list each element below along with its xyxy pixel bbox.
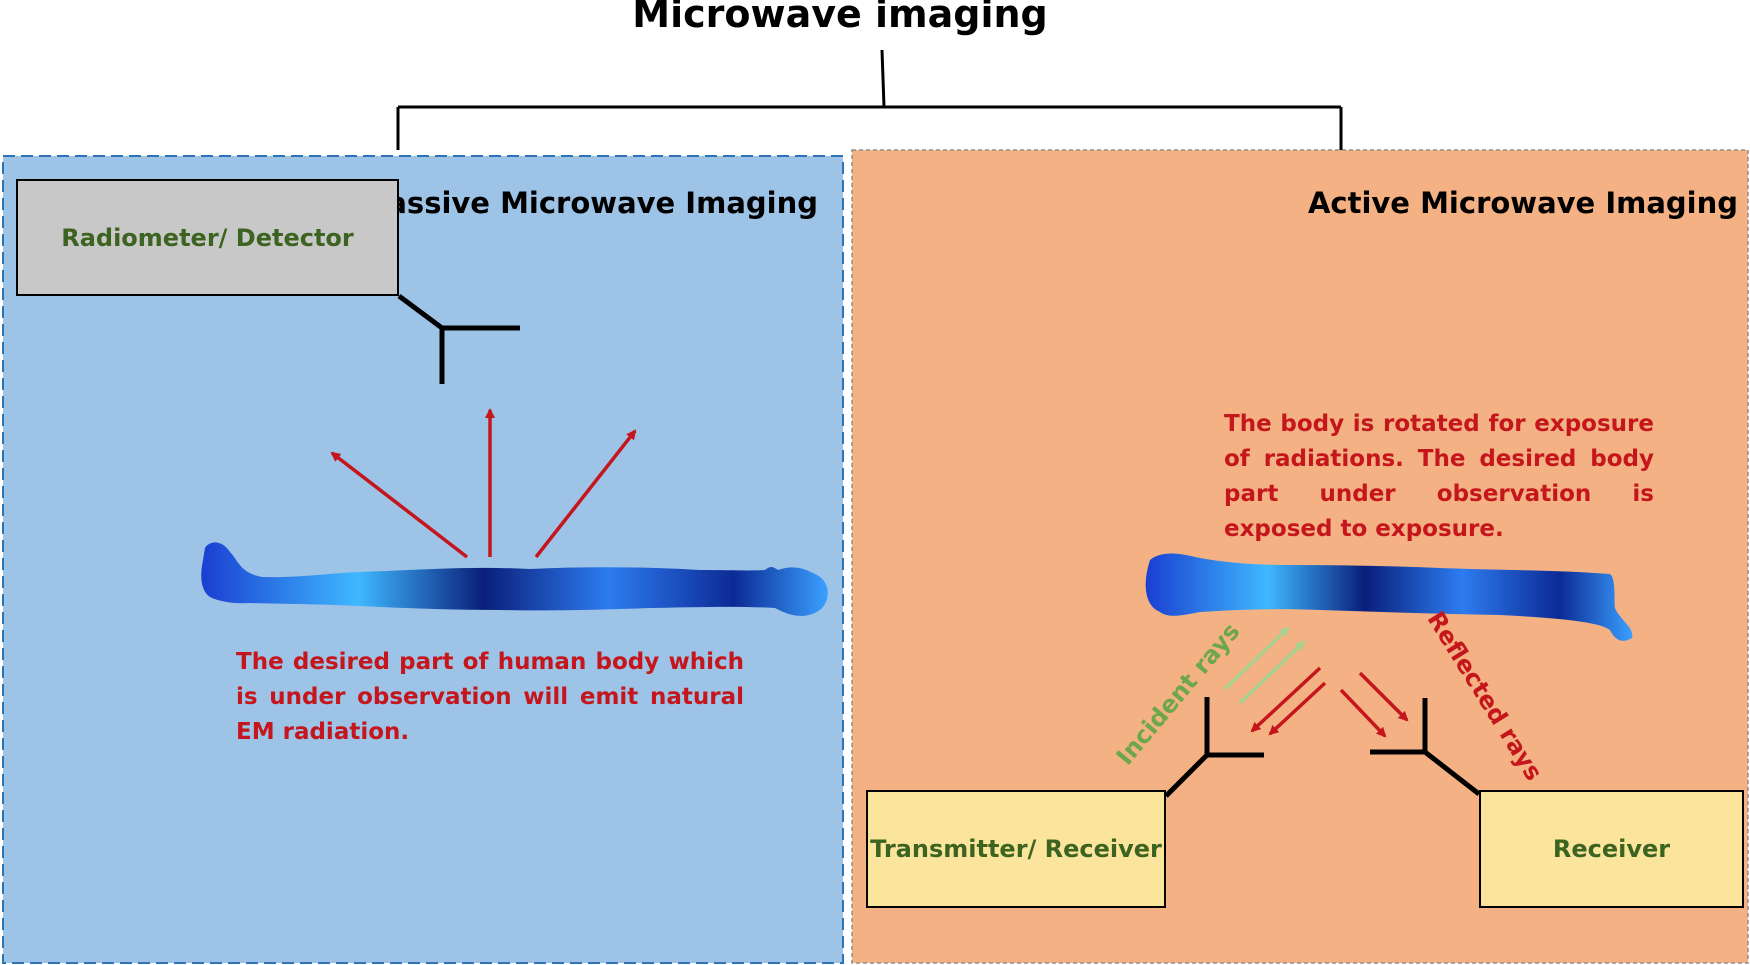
active-panel-title: Active Microwave Imaging [1307,186,1738,220]
emission-arrows [330,408,637,559]
active-body-figure [1145,553,1633,641]
passive-antenna-icon [397,293,520,384]
receiver-box: Receiver [1479,790,1744,908]
radiometer-detector-label: Radiometer/ Detector [61,223,354,252]
transmitter-receiver-box: Transmitter/ Receiver [866,790,1166,908]
passive-note: The desired part of human body which is … [236,649,744,745]
tx-antenna-icon [1164,697,1264,798]
incident-rays [1223,626,1306,705]
diagram-title: Microwave imaging [632,0,1048,36]
active-note: The body is rotated for exposure of radi… [1224,411,1654,542]
transmitter-receiver-label: Transmitter/ Receiver [870,835,1162,863]
passive-body-figure [201,542,828,616]
receiver-label: Receiver [1552,835,1671,863]
rx-antenna-icon [1370,698,1481,796]
hierarchy-bracket [396,49,1343,150]
emission-arrow-left [330,451,469,559]
incident-ray-1 [1223,626,1290,691]
emission-arrow-right [534,429,637,559]
passive-panel-title: Passive Microwave Imaging [366,186,818,220]
reflected-ray-rx-2 [1358,671,1409,722]
reflected-ray-tx-1 [1250,666,1322,733]
reflected-ray-rx-1 [1339,688,1387,738]
radiometer-detector-box: Radiometer/ Detector [16,179,399,296]
reflected-ray-tx-2 [1268,681,1327,736]
reflected-rays-rx [1339,671,1409,738]
reflected-rays-tx [1250,666,1327,736]
incident-ray-2 [1238,640,1306,705]
